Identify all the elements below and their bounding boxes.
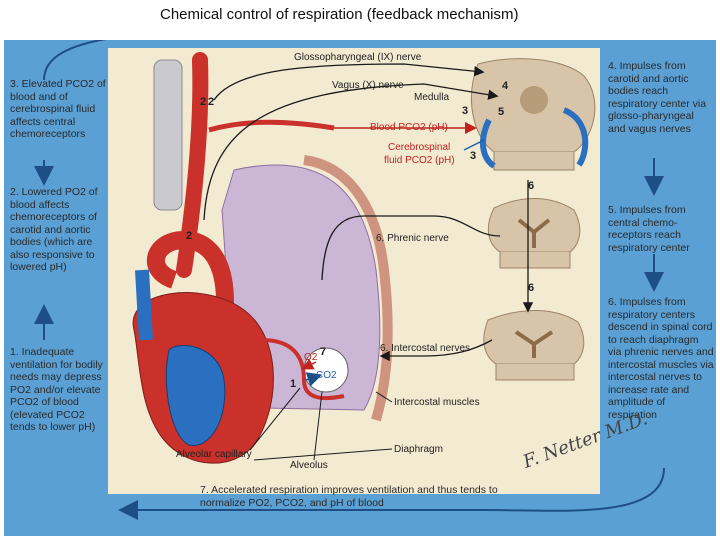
marker-5: 5 <box>498 106 505 118</box>
figure-title: Chemical control of respiration (feedbac… <box>160 4 580 26</box>
marker-6-upper: 6 <box>528 180 535 192</box>
medulla-label: Medulla <box>414 92 450 103</box>
intercostal-nerve-line <box>379 339 493 362</box>
csf-label-line2: fluid PCO2 (pH) <box>384 155 455 166</box>
glossopharyngeal-label: Glossopharyngeal (IX) nerve <box>294 52 422 63</box>
step-2-text: 2. Lowered PO2 of blood affects chemorec… <box>10 186 98 273</box>
thoracic-cord-section <box>483 310 585 381</box>
marker-3-medulla: 3 <box>462 105 469 117</box>
alveolar-capillary-vessel <box>261 338 345 400</box>
intercostal-muscles-label: Intercostal muscles <box>394 397 480 408</box>
vagus-label: Vagus (X) nerve <box>332 80 404 91</box>
step-4-text: 4. Impulses from carotid and aortic bodi… <box>608 60 707 135</box>
blood-pco2-label: Blood PCO2 (pH) <box>370 122 448 133</box>
csf-label-line1: Cerebrospinal <box>388 142 451 153</box>
marker-2-aortic: 2 <box>186 230 193 242</box>
heart-right-side <box>165 344 226 446</box>
medulla-section <box>471 58 596 171</box>
marker-1: 1 <box>290 378 297 390</box>
cycle-arrow-top <box>43 40 107 81</box>
marker-2-neck-b: 2 <box>208 96 215 108</box>
phrenic-label: 6. Phrenic nerve <box>376 233 449 244</box>
gas-exchange-arrow-co2 <box>305 372 323 387</box>
marker-6-lower: 6 <box>528 282 535 294</box>
cerebral-artery-branch <box>208 119 335 133</box>
step-1-text: 1. Inadequate ventilation for bodily nee… <box>10 346 103 433</box>
csf-arrow <box>463 139 485 151</box>
vena-cava <box>135 269 153 341</box>
marker-3-csf: 3 <box>470 150 477 162</box>
step-5-text: 5. Impulses from central chemo-receptors… <box>608 204 690 254</box>
marker-7: 7 <box>320 346 327 358</box>
step-3-text: 3. Elevated PCO2 of blood and of cerebro… <box>10 78 106 140</box>
gas-exchange-arrow-o2 <box>301 358 317 370</box>
cervical-cord-section <box>487 198 581 269</box>
marker-2-neck: 2 <box>200 96 207 108</box>
alveolus-label: Alveolus <box>290 460 328 471</box>
aorta <box>146 230 234 321</box>
alveolus-pointer <box>313 391 323 461</box>
co2-label: CO2 <box>316 370 337 381</box>
alveolar-capillary-label: Alveolar capillary <box>176 449 252 460</box>
intercostal-muscles-pointer <box>375 391 393 403</box>
diaphragm-label: Diaphragm <box>394 444 443 455</box>
trachea <box>153 59 183 211</box>
step-6-text: 6. Impulses from respiratory centers des… <box>608 296 714 421</box>
chest-wall <box>303 155 393 422</box>
intercostal-nerves-label: 6. Intercostal nerves <box>380 343 471 354</box>
step-7-text: 7. Accelerated respiration improves vent… <box>200 484 498 509</box>
vagus-nerve-line <box>203 83 499 221</box>
phrenic-nerve-line <box>321 215 501 281</box>
diaphragm-pointer <box>253 448 393 461</box>
diagram-panel <box>4 40 716 536</box>
cycle-arrow-bottom <box>118 467 665 520</box>
glossopharyngeal-nerve-line <box>213 63 485 101</box>
alveolar-capillary-pointer <box>249 387 301 451</box>
o2-label: O2 <box>304 352 318 363</box>
marker-4: 4 <box>502 80 509 92</box>
